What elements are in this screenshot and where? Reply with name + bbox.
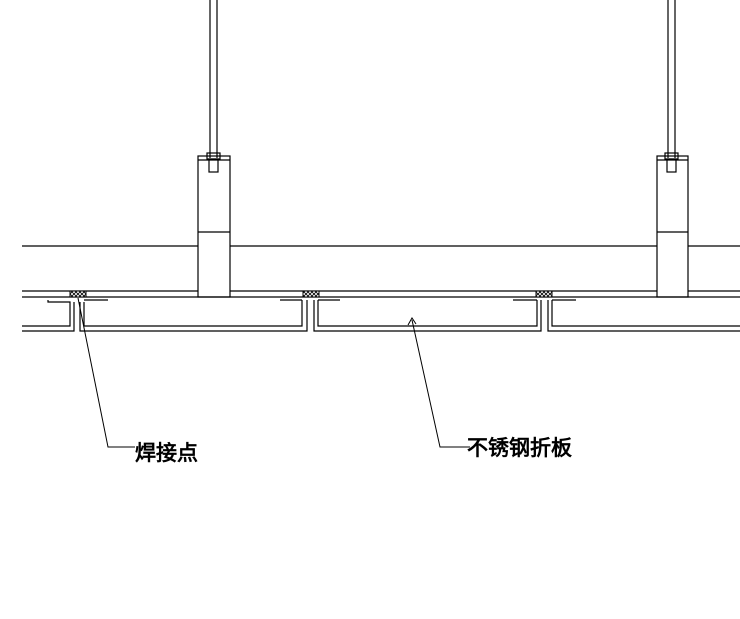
weld-point-2 — [302, 290, 320, 298]
folded-panel-3 — [547, 299, 740, 332]
main-carrier-channel — [22, 245, 740, 298]
weld-points — [69, 290, 553, 298]
folded-panel-1 — [79, 299, 308, 332]
hanger-bracket-left — [197, 155, 231, 298]
annotation-stainless-folded-panel: 不锈钢折板 — [467, 436, 572, 460]
annotation-weld-point: 焊接点 — [135, 441, 198, 465]
folded-panel-left-edge — [22, 300, 75, 332]
hanger-rod-left — [206, 0, 221, 173]
weld-point-3 — [535, 290, 553, 298]
folded-panel-2 — [313, 299, 542, 332]
weld-point-1 — [69, 290, 87, 298]
hanger-bracket-right — [656, 155, 689, 298]
leader-line-panel — [411, 319, 470, 448]
hanger-rod-right — [664, 0, 679, 173]
leader-line-weld — [77, 297, 135, 448]
arrow-head-panel — [407, 317, 417, 326]
